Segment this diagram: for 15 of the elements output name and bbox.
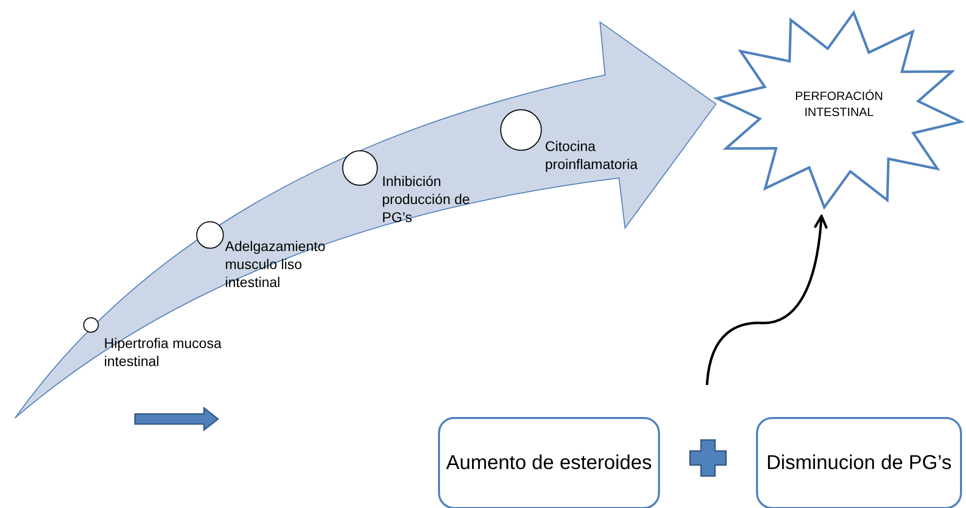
step-circle — [83, 317, 99, 333]
step-circle — [500, 109, 542, 151]
step-circle — [342, 150, 378, 186]
arrow — [706, 214, 828, 386]
block-arrow — [14, 22, 716, 418]
node-text: PERFORACIÓN INTESTINAL — [794, 88, 884, 120]
starburst-shape — [714, 10, 964, 210]
step-label: Adelgazamiento musculo liso intestinal — [225, 237, 326, 291]
step-label: Citocina proinflamatoria — [545, 137, 639, 173]
process-box — [438, 417, 660, 508]
node-text: Aumento de esteroides — [446, 451, 652, 476]
node-text: Disminucion de PG’s — [766, 451, 952, 476]
step-circle — [196, 221, 224, 249]
process-box — [756, 417, 962, 508]
step-label: Inhibición producción de PG’s — [382, 172, 471, 226]
